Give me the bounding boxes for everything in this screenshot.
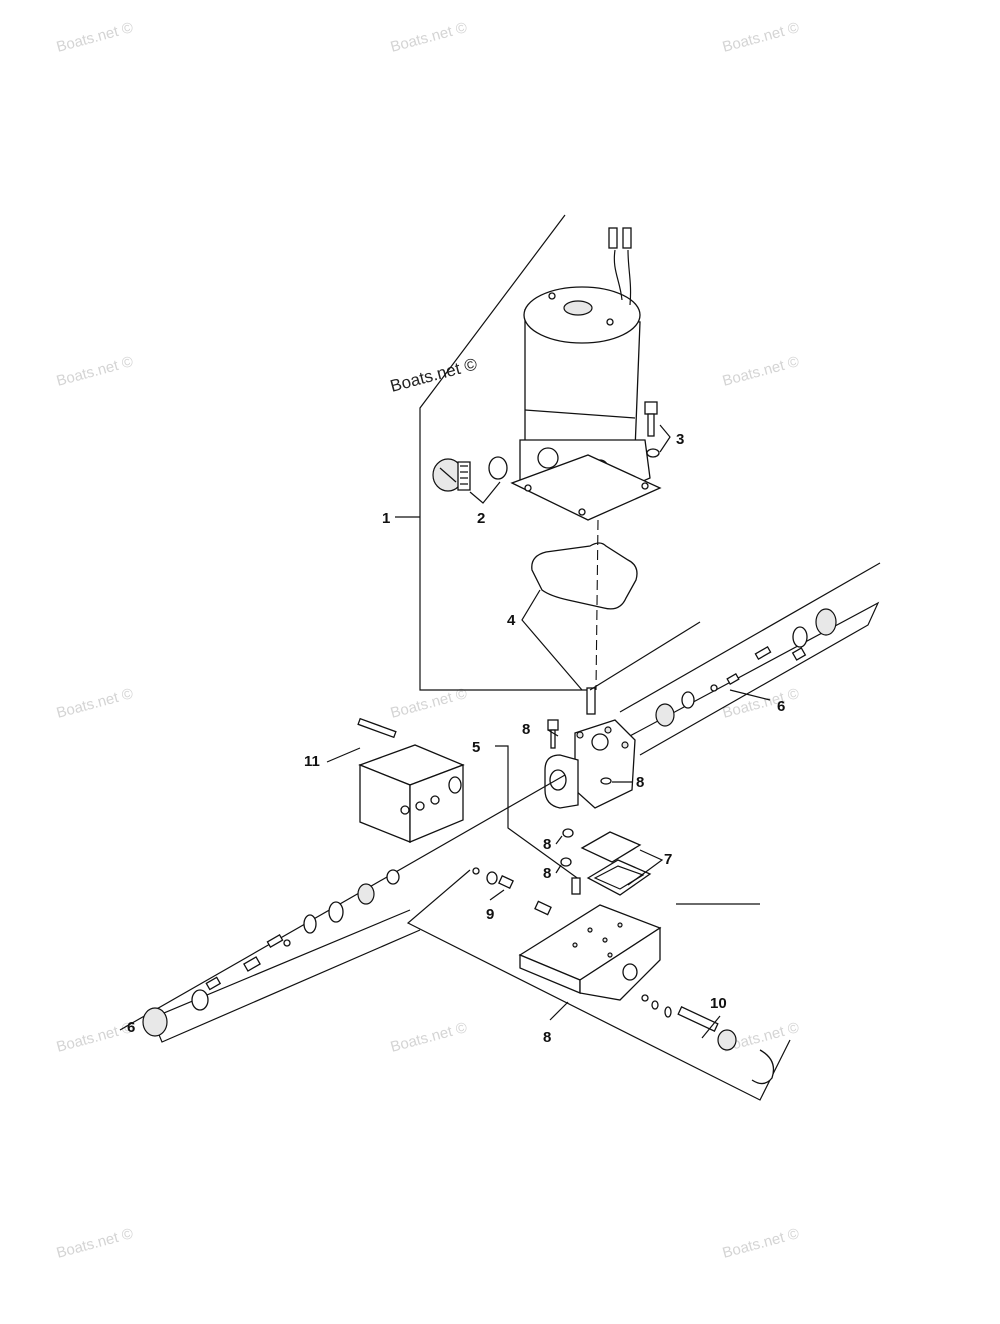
callout-10: 10 bbox=[710, 995, 727, 1012]
washer bbox=[646, 448, 660, 458]
watermark: Boats.net © bbox=[389, 685, 469, 722]
centerline bbox=[595, 519, 599, 691]
leader-5 bbox=[495, 745, 581, 881]
watermark: Boats.net © bbox=[55, 353, 135, 390]
pump-screw bbox=[547, 719, 559, 749]
ball bbox=[560, 857, 572, 867]
callout-11: 11 bbox=[304, 753, 320, 770]
axis-lower bbox=[119, 774, 566, 1031]
leader-3 bbox=[659, 424, 671, 453]
watermark: Boats.net © bbox=[55, 685, 135, 722]
fill-plug bbox=[432, 458, 471, 492]
retaining-clip bbox=[751, 1049, 775, 1085]
leader-7 bbox=[627, 849, 664, 886]
valve-parts-upper bbox=[655, 608, 837, 727]
leader-9 bbox=[489, 889, 505, 901]
bracket-6-lower bbox=[151, 909, 421, 1043]
pump-motor bbox=[510, 286, 662, 521]
screw bbox=[644, 401, 658, 437]
callout-8-ball-lower: 8 bbox=[543, 865, 551, 882]
callout-1: 1 bbox=[382, 510, 390, 527]
gasket bbox=[531, 542, 638, 610]
callout-8-ball-upper: 8 bbox=[543, 836, 551, 853]
watermark: Boats.net © bbox=[55, 19, 135, 56]
spring bbox=[571, 877, 581, 895]
pin bbox=[586, 687, 596, 715]
manifold-screw bbox=[357, 717, 397, 739]
leader-8d bbox=[555, 864, 562, 874]
callout-6-lower: 6 bbox=[127, 1019, 135, 1036]
bracket-8 bbox=[406, 869, 791, 1101]
callout-7: 7 bbox=[664, 851, 672, 868]
watermark: Boats.net © bbox=[721, 19, 801, 56]
valve-plate bbox=[518, 904, 662, 1001]
watermark: Boats.net © bbox=[389, 1019, 469, 1056]
leader-8e bbox=[549, 1001, 569, 1021]
watermark: Boats.net © bbox=[55, 1225, 135, 1262]
leader-8c bbox=[555, 835, 563, 845]
callout-8-oring: 8 bbox=[636, 774, 644, 791]
leader-10 bbox=[701, 1015, 721, 1039]
watermark: Boats.net © bbox=[721, 1225, 801, 1262]
check-parts bbox=[472, 867, 552, 916]
callout-4: 4 bbox=[507, 612, 516, 629]
axis-upper bbox=[619, 562, 881, 713]
leader-4 bbox=[521, 589, 583, 691]
watermark: Boats.net © bbox=[389, 19, 469, 56]
motor-leads bbox=[608, 227, 632, 306]
callout-3: 3 bbox=[676, 431, 684, 448]
callout-9: 9 bbox=[486, 906, 494, 923]
callout-5: 5 bbox=[472, 739, 480, 756]
callout-2: 2 bbox=[477, 510, 485, 527]
callout-8-screw: 8 bbox=[522, 721, 530, 738]
filter-cover bbox=[586, 859, 652, 896]
ball bbox=[562, 828, 574, 838]
leader-11 bbox=[326, 747, 361, 763]
cover-gasket bbox=[580, 831, 642, 863]
seal-ring bbox=[488, 456, 508, 480]
manifold-block bbox=[358, 744, 465, 843]
o-ring bbox=[600, 777, 612, 785]
watermark: Boats.net © bbox=[55, 1019, 135, 1056]
leader-6a bbox=[729, 689, 771, 701]
watermarks: Boats.net © Boats.net © Boats.net © Boat… bbox=[55, 19, 801, 1262]
bracket-6-upper bbox=[627, 601, 880, 756]
callout-6-upper: 6 bbox=[777, 698, 785, 715]
pump-body bbox=[544, 719, 636, 809]
callouts: 1 2 3 4 5 6 6 7 8 8 8 8 8 9 10 11 bbox=[127, 431, 785, 1046]
callout-8-plate: 8 bbox=[543, 1029, 551, 1046]
watermark: Boats.net © bbox=[721, 353, 801, 390]
leader-2 bbox=[469, 481, 501, 504]
manual-release-valve bbox=[641, 994, 737, 1051]
valve-parts-lower bbox=[142, 869, 400, 1037]
leader-8a bbox=[547, 729, 559, 737]
assembly-bracket-1 bbox=[419, 214, 590, 691]
leader-4b bbox=[589, 621, 701, 691]
